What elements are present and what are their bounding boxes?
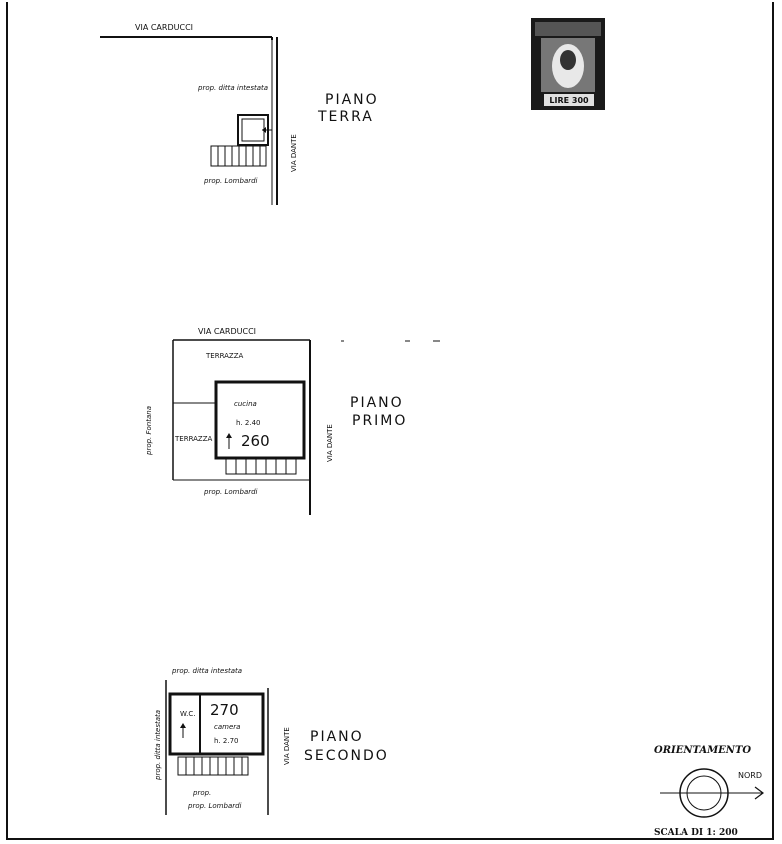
second-bedroom [168, 692, 265, 756]
second-neighbor-left: prop. ditta intestata [154, 710, 162, 781]
second-floor-plan: prop. ditta intestata prop. ditta intest… [154, 667, 389, 815]
ground-floor-plan: VIA CARDUCCI prop. ditta intestata [100, 23, 379, 205]
orientation-label: ORIENTAMENTO [654, 745, 751, 756]
second-room-height: h. 2.70 [214, 737, 238, 745]
second-neighbor-bottom: prop. Lombardi [187, 802, 242, 810]
postage-stamp: LIRE 300 [531, 18, 605, 110]
ground-neighbor-bottom: prop. Lombardi [203, 177, 258, 185]
second-wc-label: W.C. [180, 710, 195, 718]
first-room-number: 260 [241, 432, 270, 450]
first-street-top: VIA CARDUCCI [198, 327, 256, 336]
stamp-value: LIRE 300 [549, 96, 589, 105]
north-label: NORD [738, 771, 762, 780]
first-neighbor-left: prop. Fontana [145, 406, 153, 456]
second-title-line1: PIANO [310, 729, 364, 745]
first-terrace-left: TERRAZZA [174, 435, 213, 443]
first-room-height: h. 2.40 [236, 419, 260, 427]
stamp-header-band [535, 22, 601, 36]
ground-street-side: VIA DANTE [290, 134, 298, 172]
second-room-name: camera [214, 723, 240, 731]
second-title-line2: SECONDO [304, 748, 389, 764]
first-stairs [225, 457, 297, 475]
second-street-side: VIA DANTE [283, 727, 291, 765]
ground-stairs [210, 145, 267, 167]
ground-street-top: VIA CARDUCCI [135, 23, 193, 32]
ground-title-line1: PIANO [325, 92, 379, 108]
first-room-name: cucina [234, 400, 257, 408]
second-neighbor-bottom-line1: prop. [192, 789, 211, 797]
stamp-value-band [544, 94, 594, 106]
second-room-number: 270 [210, 701, 239, 719]
stamp-portrait-face [560, 50, 576, 70]
sheet-border [6, 2, 774, 840]
second-stairs [177, 756, 249, 776]
first-title-line2: PRIMO [352, 413, 407, 429]
legend: ORIENTAMENTO NORD SCALA DI 1: 200 [654, 745, 764, 838]
first-terrace-top: TERRAZZA [205, 352, 244, 360]
ground-title-line2: TERRA [317, 109, 374, 125]
first-floor-plan: VIA CARDUCCI TERRAZZA TERRAZZA cucina h.… [145, 327, 440, 515]
scale-label: SCALA DI 1: 200 [654, 828, 738, 838]
first-title-line1: PIANO [350, 395, 404, 411]
first-neighbor-bottom: prop. Lombardi [203, 488, 258, 496]
second-neighbor-top: prop. ditta intestata [171, 667, 242, 675]
first-street-side: VIA DANTE [326, 424, 334, 462]
ground-neighbor-top: prop. ditta intestata [197, 84, 268, 92]
